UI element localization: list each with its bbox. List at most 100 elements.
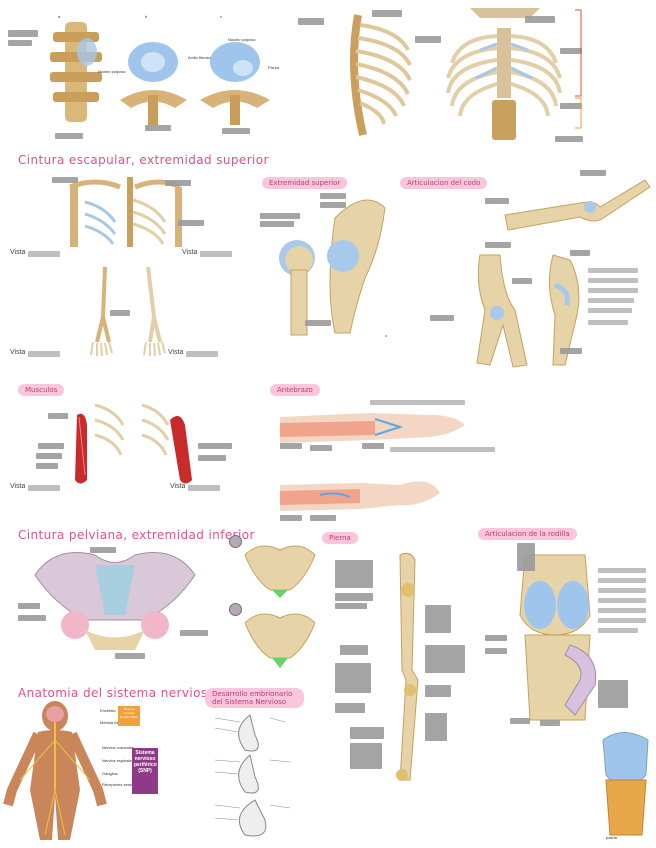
- label-blank[interactable]: [260, 221, 294, 227]
- label-blank[interactable]: [335, 560, 373, 588]
- label-blank[interactable]: [598, 568, 646, 573]
- label-blank[interactable]: [512, 278, 532, 284]
- label-blank[interactable]: [178, 220, 204, 226]
- label-blank[interactable]: [36, 453, 62, 459]
- vista-label-2: Vista: [182, 249, 197, 256]
- label-blank[interactable]: [188, 485, 220, 491]
- label-blank[interactable]: [280, 443, 302, 449]
- label-blank[interactable]: [18, 615, 46, 621]
- label-blank[interactable]: [186, 351, 218, 357]
- nucleo-pulposo-label: Núcleo pulposo: [228, 37, 256, 42]
- rib-cage-lateral-illustration: [318, 10, 418, 140]
- label-blank[interactable]: [350, 743, 382, 769]
- label-blank[interactable]: [570, 250, 590, 256]
- label-blank[interactable]: [510, 718, 530, 724]
- label-blank[interactable]: [588, 298, 634, 303]
- label-blank[interactable]: [598, 680, 628, 708]
- label-blank[interactable]: [222, 128, 250, 134]
- label-blank[interactable]: [8, 30, 38, 37]
- label-blank[interactable]: [598, 628, 638, 633]
- label-blank[interactable]: [425, 605, 451, 633]
- ganglios-label: Ganglios: [102, 771, 118, 776]
- label-blank[interactable]: [260, 213, 300, 219]
- label-blank[interactable]: [110, 310, 130, 316]
- label-blank[interactable]: [298, 18, 324, 25]
- label-blank[interactable]: [320, 202, 346, 208]
- shoulder-label-c: c: [385, 333, 387, 338]
- label-blank[interactable]: [18, 603, 40, 609]
- label-blank[interactable]: [588, 278, 638, 283]
- label-blank[interactable]: [55, 133, 83, 139]
- embryo-panel: [205, 705, 315, 845]
- label-blank[interactable]: [28, 351, 60, 357]
- label-blank[interactable]: [28, 485, 60, 491]
- label-blank[interactable]: [485, 635, 507, 641]
- label-blank[interactable]: [350, 727, 384, 739]
- label-blank[interactable]: [370, 400, 465, 405]
- label-blank[interactable]: [145, 125, 171, 131]
- section-title-anatomia-nervioso: Anatomia del sistema nervioso: [18, 686, 215, 700]
- label-blank[interactable]: [598, 618, 646, 623]
- label-blank[interactable]: [335, 663, 371, 693]
- label-blank[interactable]: [485, 648, 507, 654]
- label-blank[interactable]: [485, 198, 509, 204]
- label-blank[interactable]: [28, 251, 60, 257]
- label-blank[interactable]: [335, 603, 367, 609]
- label-blank[interactable]: [598, 588, 646, 593]
- label-blank[interactable]: [320, 193, 346, 199]
- pill-articulacion-rodilla: Articulacion de la rodilla: [478, 528, 577, 540]
- label-blank[interactable]: [165, 180, 191, 186]
- rib-bracket: [575, 8, 587, 148]
- label-blank[interactable]: [8, 40, 32, 46]
- label-blank[interactable]: [430, 315, 454, 321]
- label-blank[interactable]: [588, 308, 632, 313]
- label-blank[interactable]: [525, 16, 555, 23]
- label-blank[interactable]: [485, 242, 511, 248]
- elbow-joint-panel: [420, 170, 650, 370]
- label-blank[interactable]: [425, 713, 447, 741]
- label-blank[interactable]: [52, 177, 78, 183]
- label-blank[interactable]: [425, 645, 465, 673]
- label-blank[interactable]: [90, 547, 116, 553]
- shoulder-joint-illustration: [265, 188, 395, 338]
- label-blank[interactable]: [588, 320, 628, 325]
- encefalo-label: Encéfalo: [100, 708, 116, 713]
- label-blank[interactable]: [588, 268, 638, 273]
- snp-box: Sistema nervioso periférico (SNP): [132, 748, 158, 794]
- label-blank[interactable]: [38, 443, 64, 449]
- label-blank[interactable]: [362, 443, 384, 449]
- label-blank[interactable]: [305, 320, 331, 326]
- label-blank[interactable]: [588, 288, 638, 293]
- knee-patella-illustration: [598, 730, 653, 840]
- label-blank[interactable]: [280, 515, 302, 521]
- knee-panel: [480, 540, 650, 740]
- label-blank[interactable]: [310, 445, 332, 451]
- label-blank[interactable]: [335, 703, 365, 713]
- label-blank[interactable]: [180, 630, 208, 636]
- label-blank[interactable]: [48, 413, 68, 419]
- label-blank[interactable]: [517, 543, 535, 571]
- label-blank[interactable]: [335, 593, 373, 601]
- vista-label-5: Vista: [10, 483, 25, 490]
- arm-posterior-illustration: [140, 267, 180, 357]
- label-blank[interactable]: [580, 170, 606, 176]
- label-blank[interactable]: [425, 685, 451, 697]
- label-blank[interactable]: [415, 36, 441, 43]
- rib-cage-anterior-illustration: [440, 8, 570, 143]
- label-blank[interactable]: [598, 598, 646, 603]
- label-blank[interactable]: [200, 251, 232, 257]
- label-blank[interactable]: [598, 578, 646, 583]
- label-blank[interactable]: [310, 515, 336, 521]
- label-blank[interactable]: [598, 608, 646, 613]
- label-blank[interactable]: [372, 10, 402, 17]
- label-blank[interactable]: [560, 348, 582, 354]
- label-blank[interactable]: [540, 720, 560, 726]
- label-blank[interactable]: [390, 447, 495, 452]
- section-title-cintura-escapular: Cintura escapular, extremidad superior: [18, 153, 269, 167]
- fisura-label: Fisura: [268, 65, 279, 70]
- label-blank[interactable]: [36, 463, 58, 469]
- label-blank[interactable]: [198, 455, 226, 461]
- label-blank[interactable]: [198, 443, 232, 449]
- label-blank[interactable]: [340, 645, 368, 655]
- label-blank[interactable]: [115, 653, 145, 659]
